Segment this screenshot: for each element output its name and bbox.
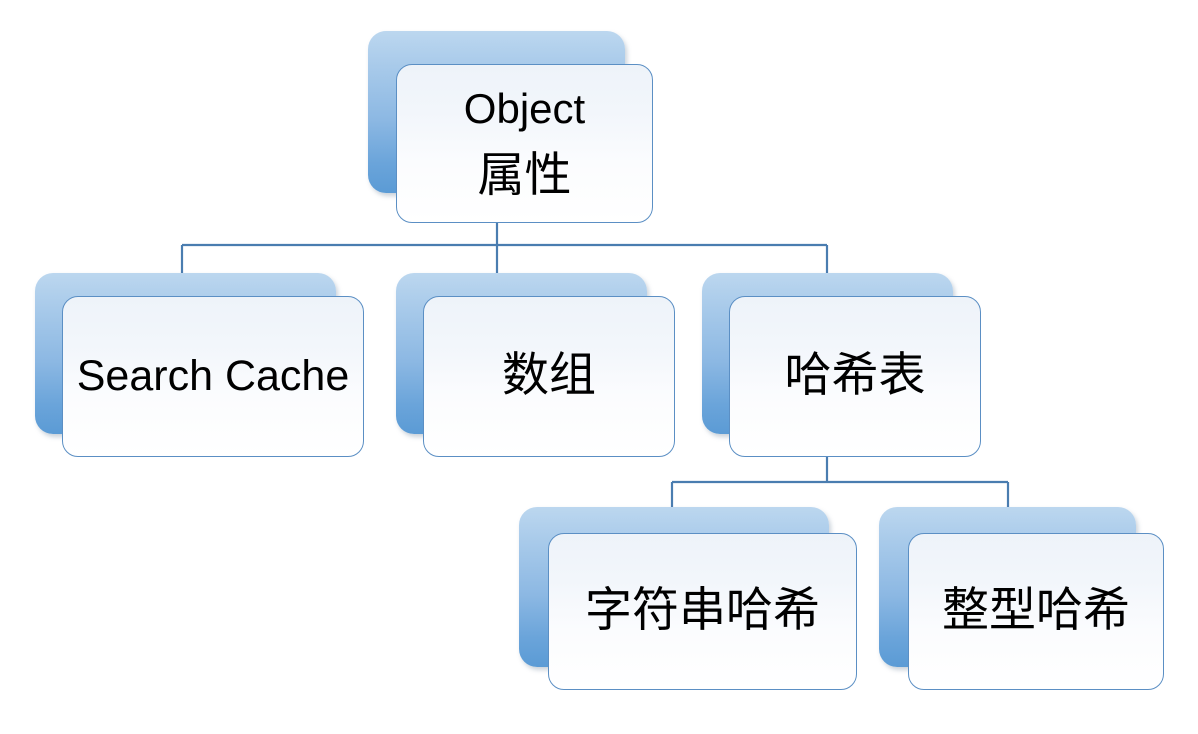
node-hash-table-label: 哈希表 xyxy=(784,348,926,404)
node-root-label-line1: Object xyxy=(463,84,586,132)
node-int-hash[interactable]: 整型哈希 xyxy=(879,507,1164,690)
node-int-hash-label: 整型哈希 xyxy=(942,583,1130,639)
node-string-hash[interactable]: 字符串哈希 xyxy=(519,507,857,690)
node-array[interactable]: 数组 xyxy=(396,273,675,457)
node-hash-table[interactable]: 哈希表 xyxy=(702,273,981,457)
node-root[interactable]: Object 属性 xyxy=(368,31,653,223)
node-root-card[interactable]: Object 属性 xyxy=(396,64,653,223)
node-int-hash-card[interactable]: 整型哈希 xyxy=(908,533,1164,690)
node-root-label-line2: 属性 xyxy=(477,147,572,203)
node-string-hash-label: 字符串哈希 xyxy=(585,583,820,639)
node-search-cache-label: Search Cache xyxy=(76,352,350,401)
node-root-label: Object 属性 xyxy=(464,67,585,220)
node-array-card[interactable]: 数组 xyxy=(423,296,675,457)
node-hash-table-card[interactable]: 哈希表 xyxy=(729,296,981,457)
node-search-cache-card[interactable]: Search Cache xyxy=(62,296,364,457)
node-string-hash-card[interactable]: 字符串哈希 xyxy=(548,533,857,690)
node-array-label: 数组 xyxy=(502,348,596,404)
node-search-cache[interactable]: Search Cache xyxy=(35,273,364,457)
